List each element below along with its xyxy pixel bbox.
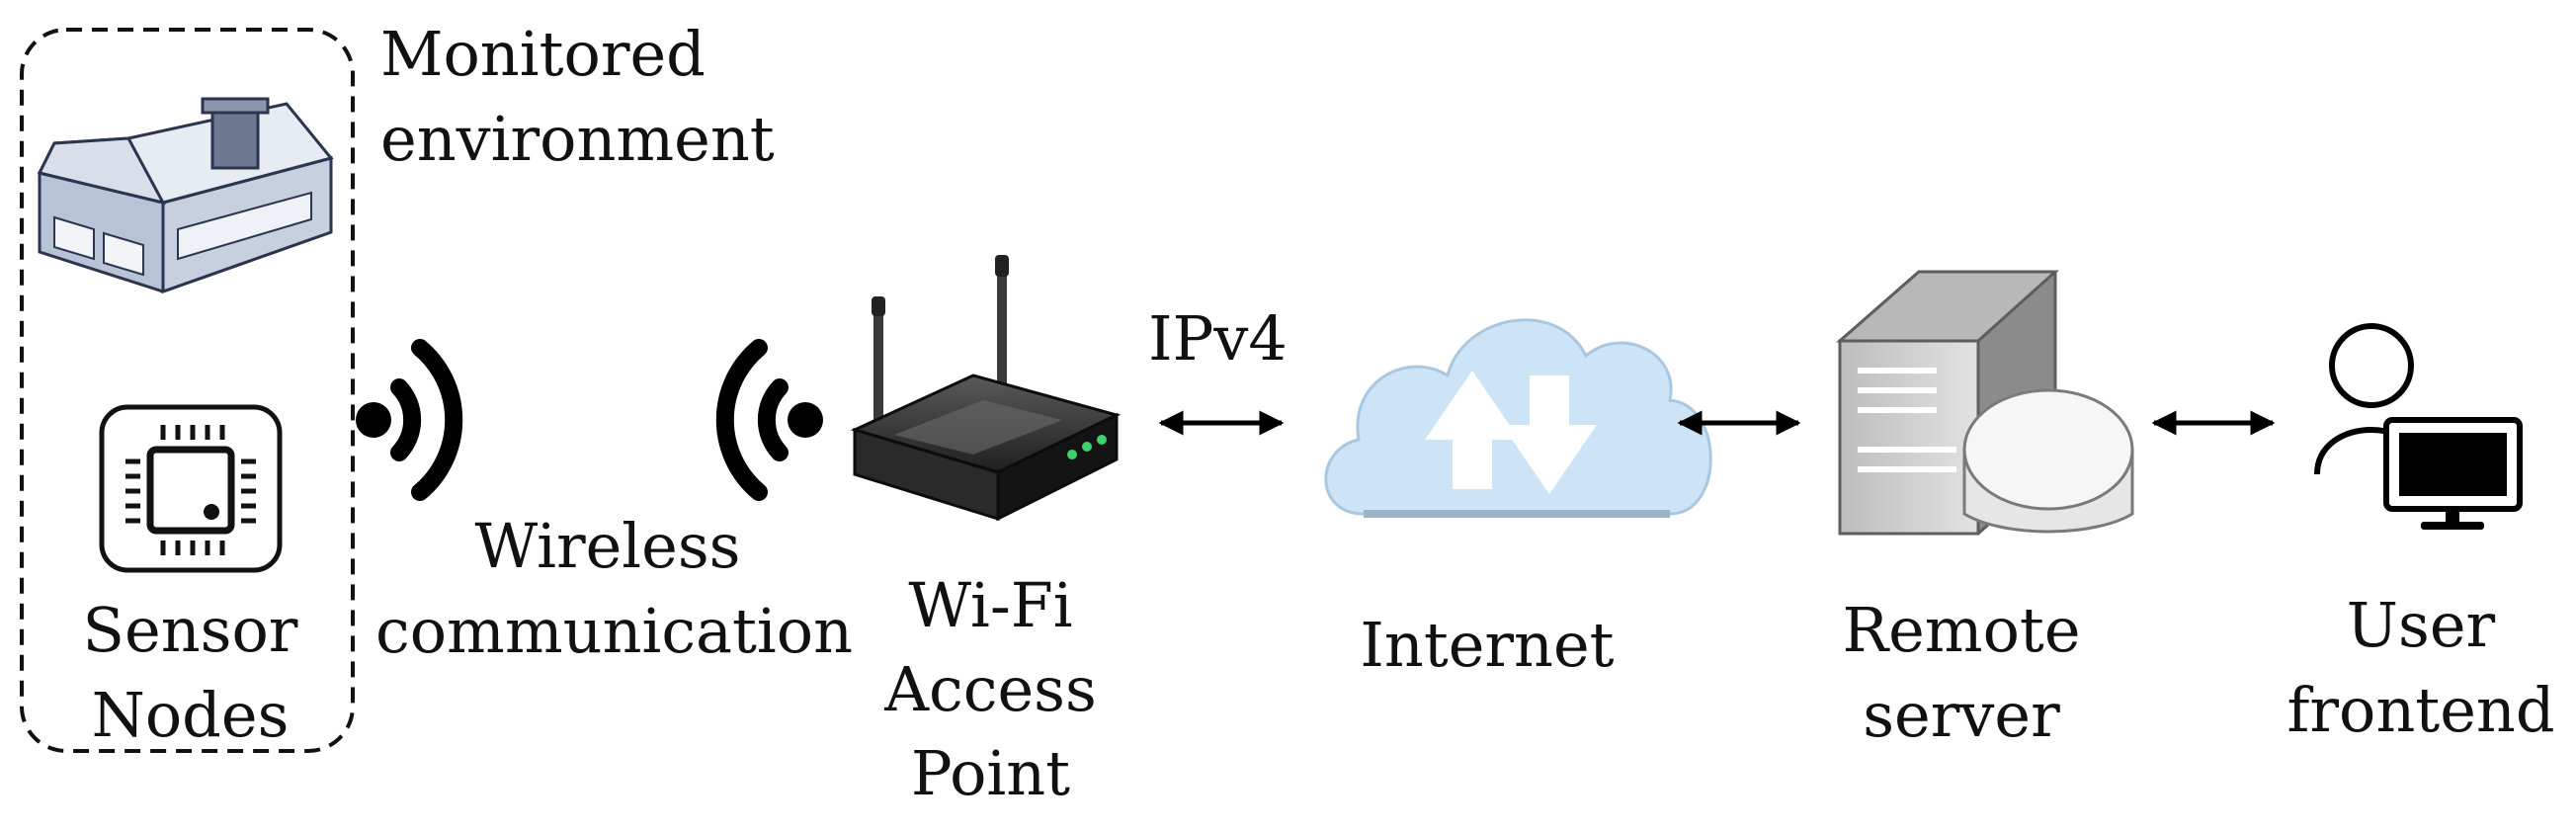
environment-label-line1: Monitored <box>380 18 706 90</box>
access-point-label-line2: Access <box>884 653 1097 725</box>
environment-label-line2: environment <box>380 103 775 175</box>
server-label: Remote server <box>1818 588 2105 758</box>
user-label-line1: User <box>2346 589 2496 661</box>
signal-emit-icon <box>356 339 463 501</box>
protocol-label: IPv4 <box>1148 302 1288 375</box>
environment-label: Monitored environment <box>380 12 775 182</box>
sensor-label: Sensor Nodes <box>59 588 321 758</box>
chip-icon <box>99 404 283 573</box>
signal-receive-icon <box>715 339 823 501</box>
wireless-label-line1: Wireless <box>474 510 741 582</box>
cloud-icon <box>1324 318 1712 518</box>
sensor-label-line2: Nodes <box>91 679 290 751</box>
house-icon <box>37 97 334 294</box>
server-label-line1: Remote <box>1842 594 2081 666</box>
wireless-label: Wireless communication <box>375 504 854 674</box>
user-label: User frontend <box>2278 583 2564 753</box>
access-point-label-line3: Point <box>910 737 1071 809</box>
database-icon <box>1962 388 2134 534</box>
internet-label: Internet <box>1360 609 1615 681</box>
server-label-line2: server <box>1863 679 2060 751</box>
environment-boundary <box>20 28 355 753</box>
access-point-label-line1: Wi-Fi <box>908 569 1073 641</box>
router-icon <box>850 255 1122 522</box>
access-point-label: Wi-Fi Access Point <box>860 563 1122 815</box>
user-icon <box>2314 323 2523 530</box>
wireless-label-line2: communication <box>375 595 854 667</box>
user-label-line2: frontend <box>2286 674 2555 746</box>
sensor-label-line1: Sensor <box>82 594 298 666</box>
